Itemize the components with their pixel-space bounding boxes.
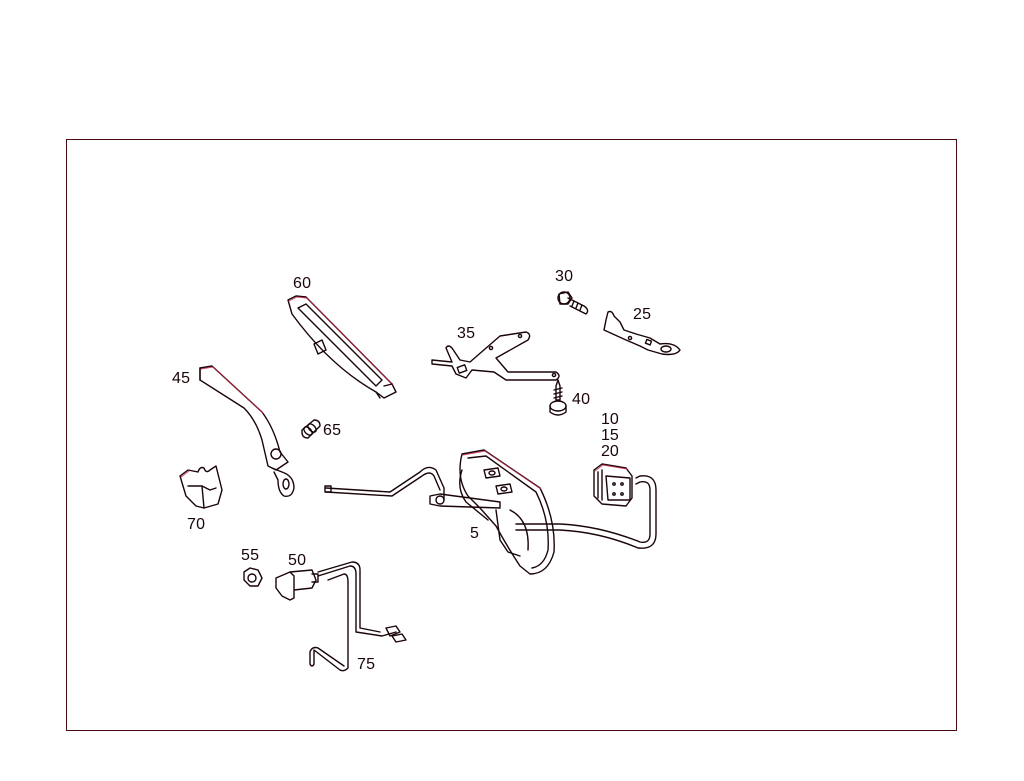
callout-65: 65: [323, 422, 342, 439]
callout-20: 20: [601, 443, 619, 460]
diagram-frame: [66, 139, 957, 731]
callout-55: 55: [241, 547, 260, 564]
callout-5: 5: [470, 525, 480, 542]
callout-70: 70: [187, 516, 206, 533]
callout-10: 10: [601, 411, 619, 428]
part-70-clip: [179, 465, 223, 509]
part-35-bracket: [431, 331, 560, 381]
part-65-pin: [301, 419, 321, 439]
callout-25: 25: [633, 306, 652, 323]
part-75-harness: [309, 561, 407, 672]
callout-60: 60: [293, 275, 312, 292]
callout-45: 45: [172, 370, 191, 387]
callout-10-15-20: 10 15 20: [601, 412, 619, 460]
part-45-lever-arm: [199, 365, 295, 498]
callout-50: 50: [288, 552, 307, 569]
part-40-screw: [549, 379, 567, 416]
callout-30: 30: [555, 268, 574, 285]
part-60-cover-strip: [287, 295, 397, 399]
callout-35: 35: [457, 325, 476, 342]
part-55-nut: [243, 567, 263, 587]
part-25-bracket: [603, 310, 681, 356]
part-50-switch: [275, 569, 319, 601]
part-5-actuator: [324, 449, 657, 575]
callout-75: 75: [357, 656, 376, 673]
part-10-15-20-connector: [593, 463, 633, 507]
part-30-bolt: [557, 291, 589, 315]
callout-15: 15: [601, 427, 619, 444]
callout-40: 40: [572, 391, 591, 408]
